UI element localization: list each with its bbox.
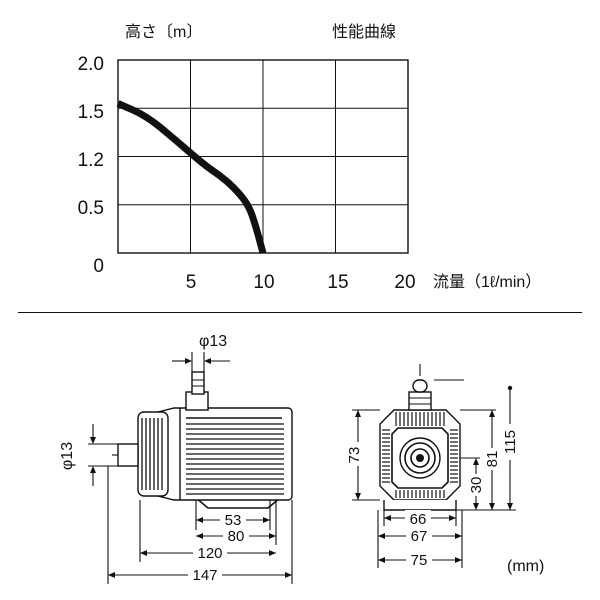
y-tick-label: 0 xyxy=(93,256,104,277)
section-divider xyxy=(18,312,582,313)
x-tick-label: 5 xyxy=(186,272,197,293)
y-tick-label: 2.0 xyxy=(78,54,104,75)
front-outlet-nozzle xyxy=(412,379,428,393)
dim-115: 115 xyxy=(502,430,519,454)
dim-30: 30 xyxy=(468,477,485,494)
pump-front-view xyxy=(379,364,464,511)
dim-147: 147 xyxy=(192,567,217,584)
intake-slots xyxy=(141,418,163,490)
y-tick-label: 1.2 xyxy=(78,150,104,171)
performance-curve xyxy=(116,100,267,254)
inlet-diameter-label: φ13 xyxy=(59,442,76,470)
dim-53: 53 xyxy=(225,512,242,529)
dim-80: 80 xyxy=(228,528,245,545)
front-housing-ribs xyxy=(382,412,458,498)
x-tick-label: 15 xyxy=(327,272,348,293)
front-dimensions: 73 30 81 115 66 67 xyxy=(346,385,519,569)
x-tick-label: 20 xyxy=(394,272,415,293)
inlet-nozzle xyxy=(117,443,139,467)
y-axis-label: 高さ〔m〕 xyxy=(125,23,202,41)
dim-81: 81 xyxy=(484,451,501,468)
unit-label: (mm) xyxy=(507,558,544,575)
outlet-base xyxy=(185,391,209,411)
outlet-diameter-label: φ13 xyxy=(199,333,227,350)
pump-base-foot xyxy=(195,497,281,509)
chart-title: 性能曲線 xyxy=(332,23,396,41)
y-tick-label: 1.5 xyxy=(78,102,104,123)
x-tick-label: 10 xyxy=(253,272,274,293)
dim-75: 75 xyxy=(411,552,428,569)
dim-66: 66 xyxy=(410,511,427,528)
front-outlet-base xyxy=(408,391,432,411)
motor-ribs xyxy=(186,423,284,495)
side-dimensions: φ13 φ13 53 80 120 147 xyxy=(59,333,293,584)
outlet-nozzle xyxy=(191,371,205,395)
chart-series xyxy=(116,100,267,254)
y-tick-label: 0.5 xyxy=(78,198,104,219)
x-axis-label: 流量（1ℓ/min） xyxy=(433,273,541,291)
dim-67: 67 xyxy=(411,528,428,545)
dim-73: 73 xyxy=(346,447,363,464)
pump-side-view xyxy=(112,371,293,509)
dim-120: 120 xyxy=(197,545,222,562)
front-base-foot xyxy=(383,500,457,511)
performance-chart: 高さ〔m〕 性能曲線 2.0 1.5 1.2 0.5 0 5 10 15 20 … xyxy=(78,23,542,293)
